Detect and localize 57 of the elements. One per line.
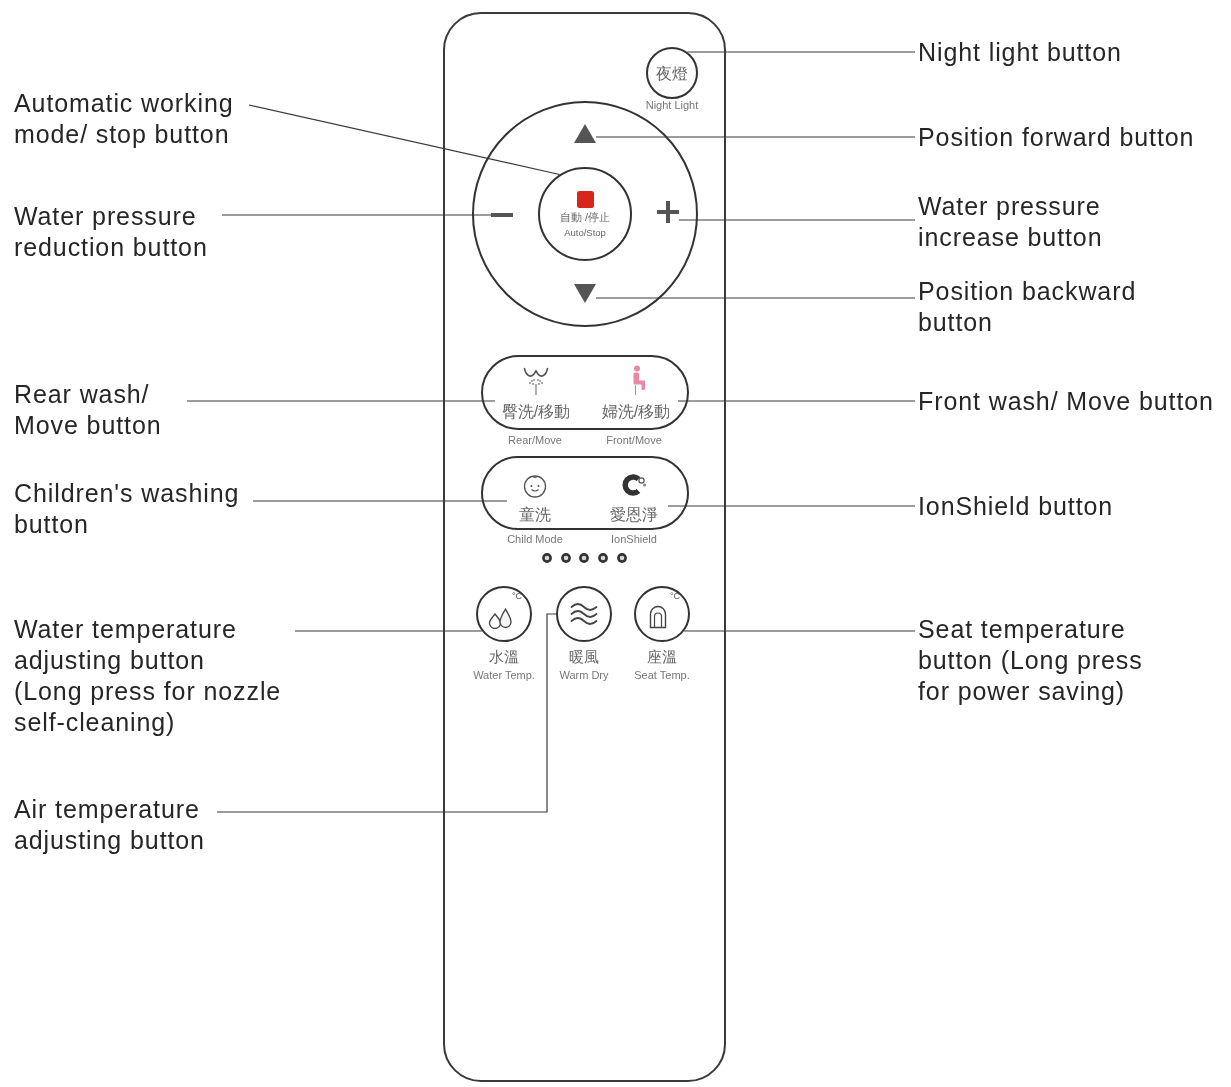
leader-line	[667, 505, 916, 507]
button-label: 童洗	[519, 505, 551, 524]
button-pill	[481, 355, 689, 430]
button-caption: 暖風	[569, 648, 599, 665]
plus-icon	[657, 201, 679, 223]
button-label: 婦洗/移動	[601, 402, 671, 421]
leader-line	[678, 219, 916, 221]
leader-line	[252, 500, 508, 502]
button-label: 愛恩淨	[610, 505, 658, 524]
night-light-button: 夜燈	[646, 47, 698, 99]
seat-temperature-button	[634, 586, 690, 642]
callout-label: Water pressure reduction button	[14, 201, 219, 263]
remote-control-body	[443, 12, 726, 1082]
leader-line	[248, 104, 561, 176]
leader-line	[683, 630, 916, 632]
button-caption: IonShield	[611, 533, 657, 546]
button-caption: Night Light	[645, 99, 699, 112]
leader-line	[686, 51, 916, 53]
unit-label: °C	[512, 591, 523, 601]
callout-label: Water temperature adjusting button	[14, 614, 238, 676]
callout-label: Position backward button	[918, 276, 1150, 338]
button-caption: Water Temp.	[473, 669, 535, 682]
water-temperature-button	[476, 586, 532, 642]
callout-label: Position forward button	[918, 122, 1195, 153]
minus-icon	[491, 213, 513, 217]
callout-label: Air temperature adjusting button	[14, 794, 214, 856]
button-caption: 座溫	[647, 648, 677, 665]
callout-label: Front wash/ Move button	[918, 386, 1214, 417]
leader-line	[221, 214, 492, 216]
leader-line	[595, 136, 916, 138]
callout-label: (Long press for nozzle self-cleaning)	[14, 676, 283, 738]
button-caption: Child Mode	[507, 533, 563, 546]
leader-line	[216, 613, 557, 813]
up-triangle-icon	[574, 124, 596, 143]
button-pill	[481, 456, 689, 530]
button-caption: 水溫	[489, 648, 519, 665]
leader-line	[294, 630, 483, 632]
button-label: 臀洗/移動	[501, 402, 571, 421]
callout-label: IonShield button	[918, 491, 1114, 522]
direction-pad-ring	[472, 101, 698, 327]
callout-label: Night light button	[918, 37, 1122, 68]
unit-label: °C	[670, 591, 681, 601]
button-caption: Seat Temp.	[634, 669, 690, 682]
callout-label: Automatic working mode/ stop button	[14, 88, 246, 150]
callout-label: Seat temperature button (Long press for power saving)	[918, 614, 1158, 707]
button-caption: Rear/Move	[508, 434, 562, 447]
warm-air-button	[556, 586, 612, 642]
down-triangle-icon	[574, 284, 596, 303]
auto-stop-button: 自動 /停止 Auto/Stop	[538, 167, 632, 261]
button-caption: Warm Dry	[559, 669, 609, 682]
leader-line	[595, 297, 916, 299]
callout-label: Rear wash/ Move button	[14, 379, 184, 441]
callout-label: Children's washing button	[14, 478, 250, 540]
leader-line	[677, 400, 916, 402]
button-caption: Front/Move	[606, 434, 662, 447]
callout-label: Water pressure increase button	[918, 191, 1118, 253]
leader-line	[186, 400, 496, 402]
